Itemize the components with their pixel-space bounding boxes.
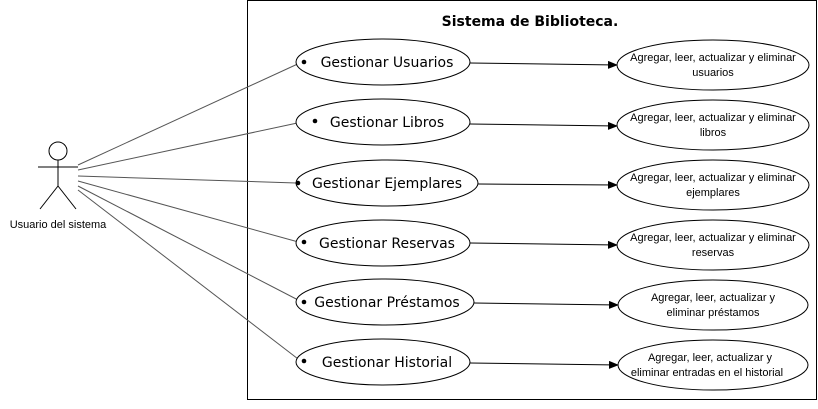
extend-arrow — [473, 300, 619, 309]
use-case-ellipse — [295, 338, 471, 386]
associations — [77, 61, 303, 363]
detail-line-2: usuarios — [692, 67, 734, 79]
extend-arrow — [469, 121, 618, 130]
detail-line-1: Agregar, leer, actualizar y eliminar — [630, 172, 796, 184]
detail-line-2: eliminar entradas en el historial — [631, 367, 783, 379]
detail-line-2: eliminar préstamos — [667, 307, 760, 319]
detail-ellipse — [616, 39, 810, 91]
actor-head — [48, 141, 68, 161]
bullet-icon — [295, 180, 301, 186]
system-title: Sistema de Biblioteca. — [442, 14, 619, 30]
detail-historial: Agregar, leer, actualizar y eliminar ent… — [617, 339, 809, 391]
use-case-label: Gestionar Reservas — [319, 236, 455, 252]
association-line — [77, 175, 297, 184]
use-case-ellipse — [295, 278, 475, 326]
extend-arrow — [469, 360, 619, 369]
extend-arrow — [477, 180, 618, 189]
bullet-icon — [312, 118, 318, 124]
bullet-icon — [301, 59, 307, 65]
use-case-gestionar-reservas: Gestionar Reservas — [295, 219, 471, 267]
use-case-label: Gestionar Usuarios — [321, 55, 454, 71]
use-case-ellipse — [295, 38, 471, 86]
use-case-gestionar-usuarios: Gestionar Usuarios — [295, 38, 471, 86]
detail-line-1: Agregar, leer, actualizar y — [648, 352, 773, 364]
use-case-label: Gestionar Préstamos — [314, 295, 459, 311]
detail-reservas: Agregar, leer, actualizar y eliminar res… — [616, 219, 810, 271]
actor-left-leg — [39, 185, 59, 210]
detail-ellipse — [617, 279, 809, 331]
association-line — [77, 61, 303, 166]
extend-arrow — [469, 240, 618, 249]
detail-line-1: Agregar, leer, actualizar y eliminar — [630, 112, 796, 124]
detail-libros: Agregar, leer, actualizar y eliminar lib… — [616, 99, 810, 151]
detail-line-2: reservas — [692, 247, 735, 259]
association-line — [77, 121, 303, 171]
association-line — [77, 180, 303, 244]
system-boundary — [247, 0, 817, 400]
detail-line-2: libros — [700, 127, 727, 139]
association-line — [77, 185, 303, 303]
use-case-gestionar-prestamos: Gestionar Préstamos — [295, 278, 475, 326]
bullet-icon — [301, 299, 307, 305]
detail-ellipse — [616, 219, 810, 271]
actor-figure — [38, 141, 78, 210]
use-case-label: Gestionar Ejemplares — [312, 176, 462, 192]
use-case-gestionar-historial: Gestionar Historial — [295, 338, 471, 386]
detail-usuarios: Agregar, leer, actualizar y eliminar usu… — [616, 39, 810, 91]
use-case-label: Gestionar Libros — [330, 115, 444, 131]
detail-prestamos: Agregar, leer, actualizar y eliminar pré… — [617, 279, 809, 331]
detail-line-1: Agregar, leer, actualizar y — [651, 292, 776, 304]
detail-line-1: Agregar, leer, actualizar y eliminar — [630, 52, 796, 64]
detail-ellipse — [616, 99, 810, 151]
association-line — [77, 189, 303, 363]
detail-line-1: Agregar, leer, actualizar y eliminar — [630, 232, 796, 244]
detail-line-2: ejemplares — [686, 187, 740, 199]
use-case-gestionar-libros: Gestionar Libros — [295, 98, 471, 146]
actor-label: Usuario del sistema — [10, 219, 107, 231]
use-case-ellipse — [295, 98, 471, 146]
use-case-label: Gestionar Historial — [322, 355, 452, 371]
bullet-icon — [301, 358, 307, 364]
detail-ellipse — [616, 159, 810, 211]
detail-ejemplares: Agregar, leer, actualizar y eliminar eje… — [616, 159, 810, 211]
actor-right-leg — [57, 185, 77, 210]
extend-arrow — [469, 60, 618, 69]
use-case-gestionar-ejemplares: Gestionar Ejemplares — [295, 159, 479, 207]
detail-ellipse — [617, 339, 809, 391]
bullet-icon — [301, 239, 307, 245]
